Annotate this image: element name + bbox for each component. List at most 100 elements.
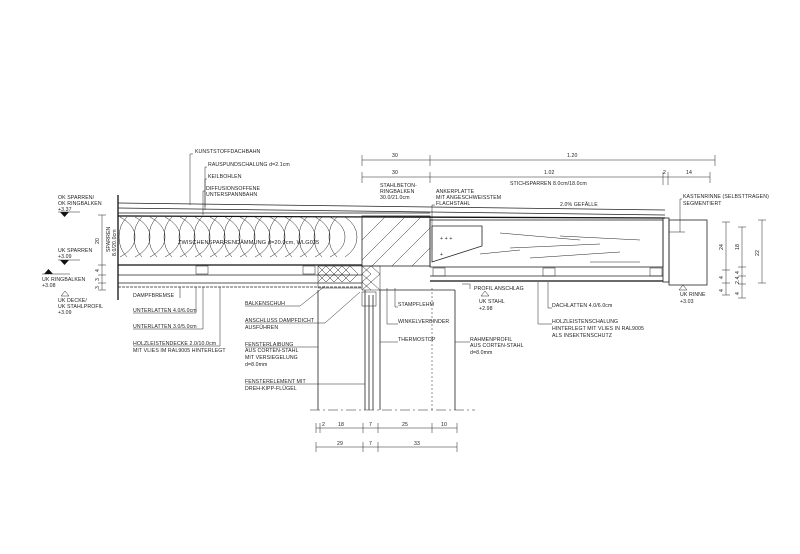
dim-top-120: 1.20 [567, 153, 578, 159]
label-anschluss: ANSCHLUSS DAMPFDICHT [245, 318, 315, 324]
dim-right-4b: 4 [719, 289, 725, 292]
dim-left-4: 4 [95, 269, 101, 272]
cantilever-rafter: + + + + [429, 219, 664, 282]
label-rahmenprofil-3: d=8.0mm [470, 350, 492, 356]
dim-top2-14: 14 [686, 170, 692, 176]
level-uk-stahlprofil: UK STAHLPROFIL [58, 304, 103, 310]
label-unterspannbahn: UNTERSPANNBAHN [206, 192, 257, 198]
label-fensterlaibung: FENSTERLAIBUNG [245, 342, 293, 348]
right-dimensions: 24 4 4 18 4 2.4 4 22 [719, 219, 766, 299]
dim-top2-30: 30 [392, 170, 398, 176]
level-ok-value: +3.37 [58, 207, 72, 213]
leader-lines [133, 153, 682, 385]
top-dimensions: 30 1.20 30 1.02 2 14 [361, 153, 716, 185]
level-uk-sparren-value: +3.09 [58, 254, 72, 260]
label-dachlatten: DACHLATTEN 4.0/6.0cm [552, 303, 612, 309]
level-triangle-icon [60, 212, 69, 217]
label-fensterlaibung-2: AUS CORTEN-STAHL [245, 348, 299, 354]
dim-bottom2-7: 7 [369, 441, 372, 447]
label-ankerplatte-2: MIT ANGESCHWEISSTEM [436, 195, 501, 201]
dim-right-2-4: 2.4 [735, 276, 741, 284]
label-diffusion: DIFFUSIONSOFFENE [206, 186, 260, 192]
dim-bottom-25: 25 [402, 422, 408, 428]
label-gefaelle: 2.0% GEFÄLLE [560, 201, 598, 208]
dim-bottom-29: 29 [337, 441, 343, 447]
label-ringbalken: STAHLBETON- [380, 183, 417, 189]
level-uk-decke-value: +3.09 [58, 310, 72, 316]
label-anschluss-2: AUSFÜHREN [245, 324, 278, 331]
label-keilbohlen: KEILBOHLEN [208, 174, 242, 180]
label-stichsparren: STICHSPARREN 8.0cm/18.0cm [510, 181, 587, 187]
level-uk-stahl: UK STAHL [479, 299, 505, 305]
label-daemmung: ZWISCHENSPARRENDÄMMUNG d=20.0cm, WLG035 [178, 239, 319, 246]
level-uk-rinne-value: +3.03 [680, 299, 694, 305]
label-balkenschuh: BALKENSCHUH [245, 301, 285, 307]
bottom-dimensions: 2 18 7 25 10 29 7 33 [315, 422, 458, 452]
label-stampflehm: STAMPFLEHM [398, 302, 434, 308]
level-triangle-icon [678, 284, 688, 291]
label-fensterlaibung-4: d=8.0mm [245, 362, 267, 368]
level-ok-sparren: OK SPARREN/ [58, 195, 95, 201]
level-triangle-icon [480, 290, 490, 297]
level-uk-ringbalken-value: +3.08 [42, 283, 56, 289]
dim-bottom-10: 10 [441, 422, 447, 428]
label-unterlatten-2: UNTERLATTEN 3.0/5.0cm [133, 324, 197, 330]
bolt-mark: + [440, 252, 443, 258]
dim-left-3a: 3 [95, 278, 101, 281]
label-holzleistenschalung: HOLZLEISTENSCHALUNG [552, 319, 618, 325]
label-holzleistenschalung-2: HINTERLEGT MIT VLIES IN RAL9005 [552, 326, 644, 332]
window-wall [310, 288, 475, 411]
label-rauspund: RAUSPUNDSCHALUNG d=2.1cm [208, 162, 290, 168]
level-uk-stahl-value: +2.98 [479, 306, 493, 312]
level-ok-ringbalken: OK RINGBALKEN [58, 201, 102, 207]
dim-bottom-18: 18 [338, 422, 344, 428]
label-kastenrinne-2: SEGMENTIERT [683, 201, 722, 207]
label-ringbalken-2: RINGBALKEN [380, 189, 415, 195]
dim-left-20: 20 [95, 238, 101, 244]
label-fensterlaibung-3: MIT VERSIEGELUNG [245, 355, 298, 361]
label-ringbalken-3: 30.0/21.0cm [380, 195, 410, 201]
label-thermostop: THERMOSTOP [398, 337, 436, 343]
level-triangle-icon [60, 260, 69, 265]
level-uk-decke: UK DECKE/ [58, 298, 87, 304]
level-markers [42, 211, 688, 297]
dim-bottom-7: 7 [369, 422, 372, 428]
level-uk-sparren: UK SPARREN [58, 248, 92, 254]
label-rahmenprofil: RAHMENPROFIL [470, 337, 512, 343]
dim-right-4a: 4 [719, 276, 725, 279]
label-kastenrinne: KASTENRINNE (SELBSTTRAGEN) [683, 194, 769, 200]
dim-top-30: 30 [392, 153, 398, 159]
label-sparren-size: 8.0/20.0cm [112, 229, 118, 256]
level-uk-rinne: UK RINNE [680, 292, 706, 298]
dim-bottom-33: 33 [414, 441, 420, 447]
label-holzleistenschalung-3: ALS INSEKTENSCHUTZ [552, 333, 612, 339]
label-dampfbremse: DAMPFBREMSE [133, 293, 175, 299]
label-winkelverbinder: WINKELVERBINDER [398, 319, 449, 325]
label-rahmenprofil-2: AUS CORTEN-STAHL [470, 343, 524, 349]
label-sparren: SPARREN [106, 226, 112, 252]
dim-right-22: 22 [755, 250, 761, 256]
dim-left-3b: 3 [95, 286, 101, 289]
profile-symbol [462, 283, 471, 289]
ring-beam [361, 215, 431, 291]
label-fensterelement: FENSTERELEMENT MIT [245, 379, 307, 385]
dim-right-4c: 4 [735, 271, 741, 274]
bolt-mark: + + + [440, 236, 452, 242]
dim-bottom-2: 2 [322, 422, 325, 428]
dim-top2-102: 1.02 [544, 170, 555, 176]
label-fensterelement-2: DREH-KIPP-FLÜGEL [245, 385, 297, 392]
label-holzleistendecke: HOLZLEISTENDECKE 2.0/10.0cm [133, 341, 216, 347]
label-ankerplatte-3: FLACHSTAHL [436, 201, 470, 207]
dim-right-24: 24 [719, 244, 725, 250]
dim-right-18: 18 [735, 244, 741, 250]
box-gutter [662, 217, 708, 286]
left-dimensions: 20 4 3 3 [95, 214, 106, 291]
level-uk-ringbalken: UK RINGBALKEN [42, 277, 86, 283]
level-triangle-icon [60, 290, 70, 297]
label-holzleistendecke-vlies: MIT VLIES IM RAL9005 HINTERLEGT [133, 348, 226, 354]
label-unterlatten-1: UNTERLATTEN 4.0/6.0cm [133, 308, 197, 314]
dim-right-4d: 4 [735, 292, 741, 295]
dim-top2-2: 2 [663, 170, 666, 176]
